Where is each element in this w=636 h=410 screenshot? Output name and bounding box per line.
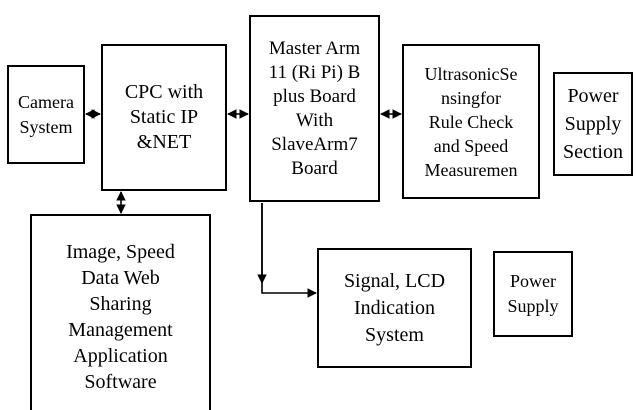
camera-system-box: Camera System [7,65,85,164]
image-software-label: Image, Speed Data Web Sharing Management… [66,241,175,393]
ultrasonic-box: UltrasonicSe nsingfor Rule Check and Spe… [402,44,540,199]
cpc-label: CPC with Static IP &NET [124,81,204,153]
arrow-master-signal [261,203,317,298]
signal-lcd-box: Signal, LCD Indication System [317,248,472,368]
power-supply-box: Power Supply [493,251,573,337]
image-software-box: Image, Speed Data Web Sharing Management… [30,214,211,410]
power-supply-section-box: Power Supply Section [553,72,633,176]
power-supply-label: Power Supply [507,271,559,316]
cpc-box: CPC with Static IP &NET [101,44,227,191]
signal-lcd-label: Signal, LCD Indication System [343,269,446,346]
power-supply-section-label: Power Supply Section [563,85,623,163]
ultrasonic-label: UltrasonicSe nsingfor Rule Check and Spe… [424,63,518,180]
camera-system-label: Camera System [18,91,74,137]
master-board-box: Master Arm 11 (Ri Pi) B plus Board With … [249,15,380,202]
master-board-label: Master Arm 11 (Ri Pi) B plus Board With … [268,37,361,179]
